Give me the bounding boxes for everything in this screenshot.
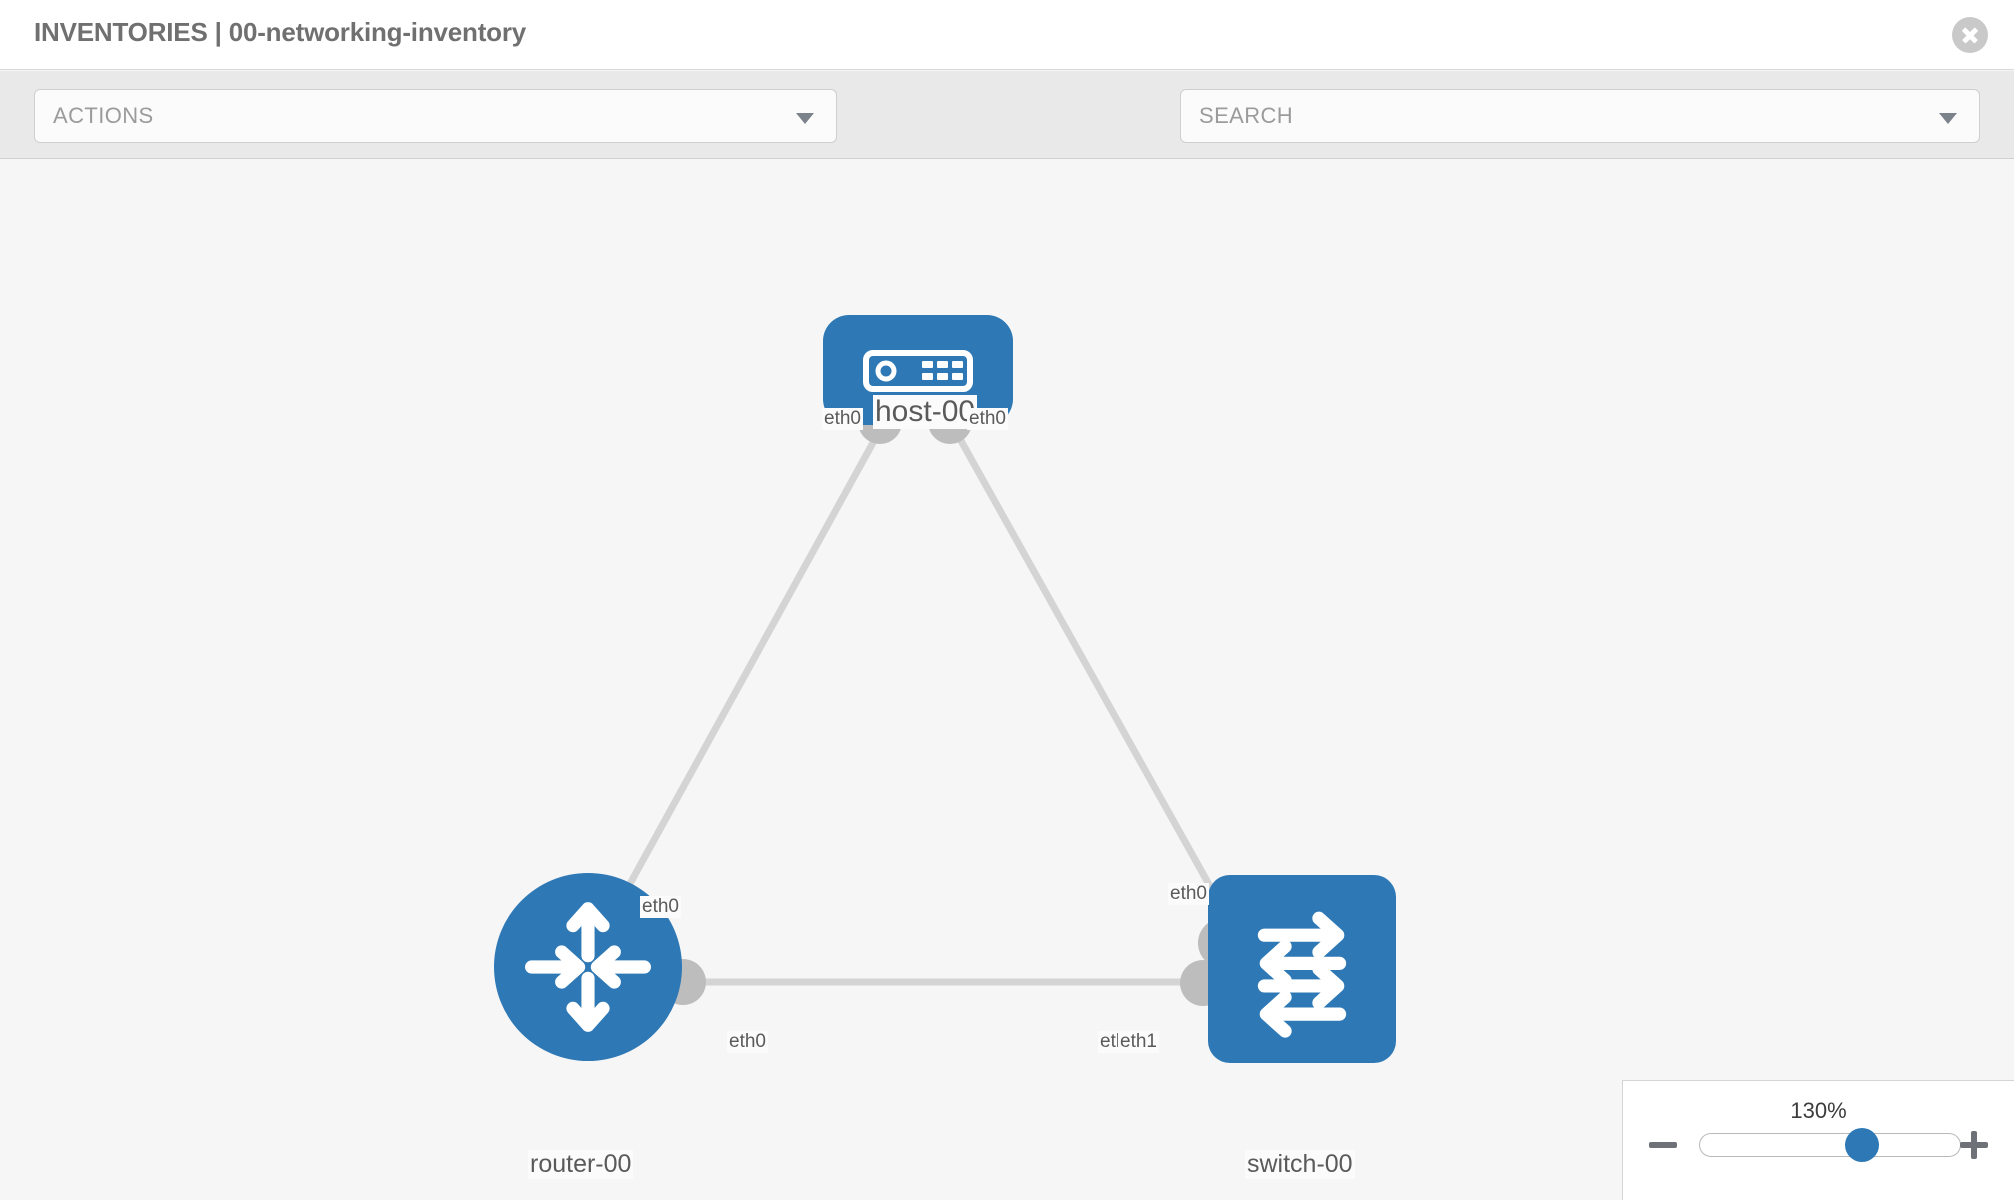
port-label-switch-left: eth1 [1118, 1031, 1159, 1053]
page-title: INVENTORIES | 00-networking-inventory [34, 17, 527, 47]
port-label-router-up: eth0 [640, 896, 681, 918]
port-label-switch-left-overlap: etl [1098, 1031, 1123, 1053]
zoom-out-button[interactable] [1647, 1128, 1681, 1162]
search-input[interactable]: SEARCH [1180, 89, 1980, 143]
node-router-00-label: router-00 [528, 1150, 634, 1179]
zoom-in-button[interactable] [1958, 1128, 1992, 1162]
zoom-slider-thumb[interactable] [1845, 1128, 1880, 1162]
zoom-control-panel: 130% [1622, 1080, 2014, 1200]
node-switch-00-label: switch-00 [1245, 1150, 1355, 1179]
chevron-down-icon[interactable] [1939, 113, 1957, 124]
topology-canvas[interactable]: host-00 eth0 eth0 router-00 eth0 eth0 [0, 160, 2014, 1200]
actions-dropdown[interactable]: ACTIONS [34, 89, 837, 143]
zoom-level-value: 130% [1790, 1098, 1847, 1123]
port-label-router-right: eth0 [727, 1031, 768, 1053]
topology-edges [606, 428, 1244, 986]
zoom-slider[interactable] [1699, 1128, 1961, 1162]
actions-dropdown-label: ACTIONS [53, 103, 154, 128]
node-switch-00[interactable] [1208, 875, 1396, 1063]
router-icon [525, 902, 651, 1032]
edge-host-switch [951, 428, 1244, 942]
port-label-host-right: eth0 [967, 408, 1008, 430]
close-icon[interactable] [1952, 17, 1988, 53]
port-label-host-left: eth0 [822, 408, 863, 430]
search-placeholder: SEARCH [1199, 103, 1294, 128]
node-host-00-label: host-00 [873, 395, 978, 429]
toolbar: ACTIONS SEARCH [0, 71, 2014, 199]
edge-host-router [606, 428, 884, 922]
chevron-down-icon [796, 113, 814, 124]
page-header: INVENTORIES | 00-networking-inventory [0, 0, 2014, 70]
port-label-switch-up: eth0 [1168, 883, 1209, 905]
switch-icon [1257, 911, 1347, 1038]
server-icon [863, 350, 973, 392]
